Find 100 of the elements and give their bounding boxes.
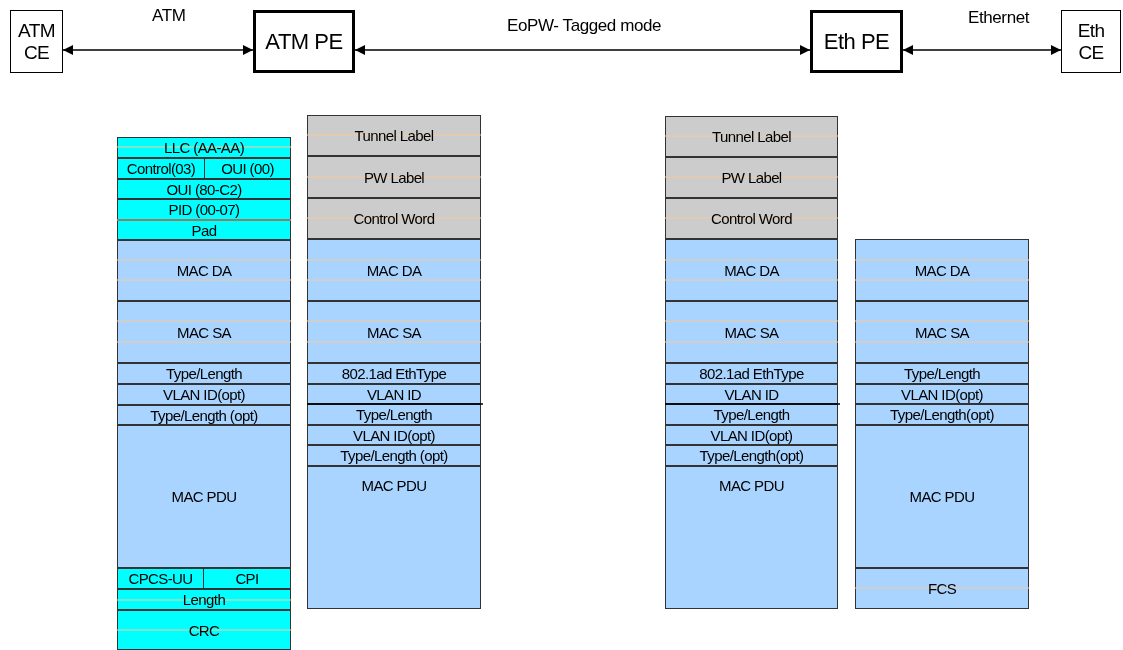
- device-box: [253, 10, 355, 73]
- field-label: VLAN ID: [366, 385, 422, 403]
- device-label: ATM CE: [17, 19, 56, 64]
- field-label: Type/Length (opt): [340, 447, 448, 464]
- field-label: MAC DA: [366, 261, 422, 279]
- header-field: [665, 384, 838, 404]
- header-field: [117, 158, 205, 179]
- header-field: [307, 384, 481, 404]
- field-label: Type/Length(opt): [699, 447, 804, 464]
- field-label: OUI (80-C2): [166, 180, 242, 198]
- header-field: [307, 363, 481, 384]
- header-field: [307, 445, 481, 466]
- device-label: Eth PE: [823, 29, 890, 54]
- field-label: Length: [182, 591, 226, 608]
- header-field: [307, 239, 481, 301]
- device-box: [810, 10, 903, 73]
- device-box: [10, 10, 63, 73]
- header-field: [117, 405, 291, 425]
- field-label: Tunnel Label: [354, 127, 434, 144]
- field-label: MAC DA: [914, 261, 970, 279]
- field-label: MAC DA: [176, 262, 232, 279]
- field-label: MAC PDU: [171, 488, 237, 505]
- field-label: Type/Length: [713, 406, 790, 423]
- header-field: [665, 239, 838, 301]
- device-label: Eth CE: [1076, 19, 1106, 64]
- field-label: MAC SA: [915, 323, 969, 341]
- header-field: [117, 179, 291, 199]
- double-arrow: [902, 45, 1062, 55]
- field-label: MAC SA: [177, 323, 231, 341]
- header-field: [855, 568, 1029, 609]
- header-field: [117, 240, 291, 301]
- field-label: VLAN ID(opt): [710, 426, 793, 444]
- field-label: MAC DA: [724, 261, 779, 279]
- field-label: VLAN ID(opt): [353, 426, 435, 444]
- header-field: [307, 115, 481, 156]
- header-field: [665, 116, 838, 157]
- header-field: [307, 156, 481, 198]
- field-label: Control Word: [711, 210, 792, 227]
- field-label: CPI: [235, 570, 259, 587]
- header-field: [117, 425, 291, 568]
- field-label: LLC (AA-AA): [163, 139, 245, 156]
- field-label: OUI (00): [221, 160, 274, 177]
- field-label: Type/Length (opt): [150, 406, 258, 424]
- header-field: [665, 363, 838, 384]
- header-field: [117, 137, 291, 158]
- header-field: [117, 199, 291, 220]
- field-label: PID (00-07): [168, 201, 240, 218]
- header-field: [307, 301, 481, 363]
- header-field: [117, 363, 291, 384]
- header-field: [855, 384, 1029, 404]
- field-label: Type/Length: [356, 406, 432, 423]
- header-field: [665, 157, 838, 198]
- field-label: Type/Length(opt): [890, 406, 994, 423]
- field-label: CRC: [188, 621, 220, 639]
- header-field: [855, 301, 1029, 363]
- header-field: [665, 301, 838, 363]
- field-label: VLAN ID(opt): [163, 386, 245, 403]
- header-field: [204, 158, 291, 179]
- field-label: MAC PDU: [361, 477, 427, 494]
- header-field: [665, 445, 838, 466]
- field-label: MAC PDU: [909, 488, 975, 505]
- field-label: Type/Length: [166, 365, 242, 382]
- field-label: Type/Length: [904, 365, 980, 382]
- header-field: [117, 301, 291, 363]
- header-field: [307, 466, 481, 609]
- header-field: [665, 198, 838, 239]
- header-field: [855, 363, 1029, 384]
- header-field: [855, 239, 1029, 301]
- double-arrow: [354, 45, 811, 55]
- field-label: VLAN ID: [724, 385, 779, 403]
- field-label: PW Label: [721, 169, 782, 186]
- field-label: Tunnel Label: [712, 128, 791, 145]
- header-field: [117, 568, 204, 589]
- header-field: [665, 425, 838, 445]
- header-field: [117, 610, 291, 650]
- field-label: MAC PDU: [719, 477, 784, 494]
- field-label: MAC SA: [724, 323, 779, 341]
- field-label: Control Word: [353, 210, 435, 227]
- device-box: [1061, 10, 1121, 73]
- field-label: 802.1ad EthType: [341, 365, 447, 382]
- header-field: [665, 404, 838, 425]
- header-field: [307, 425, 481, 445]
- field-label: VLAN ID(opt): [901, 385, 983, 403]
- header-field: [203, 568, 291, 589]
- field-label: Control(03): [126, 160, 196, 177]
- header-field: [117, 384, 291, 405]
- header-field: [117, 220, 291, 240]
- field-label: 802.1ad EthType: [699, 365, 804, 382]
- header-field: [855, 404, 1029, 425]
- header-field: [307, 198, 481, 239]
- double-arrow: [62, 45, 254, 55]
- field-label: MAC SA: [367, 323, 421, 341]
- field-label: FCS: [927, 580, 957, 597]
- field-label: Pad: [191, 221, 217, 239]
- header-field: [855, 425, 1029, 568]
- field-label: CPCS-UU: [128, 570, 193, 587]
- header-field: [117, 589, 291, 610]
- edge-label: EoPW- Tagged mode: [505, 16, 664, 36]
- device-label: ATM PE: [265, 29, 343, 54]
- header-field: [665, 466, 838, 609]
